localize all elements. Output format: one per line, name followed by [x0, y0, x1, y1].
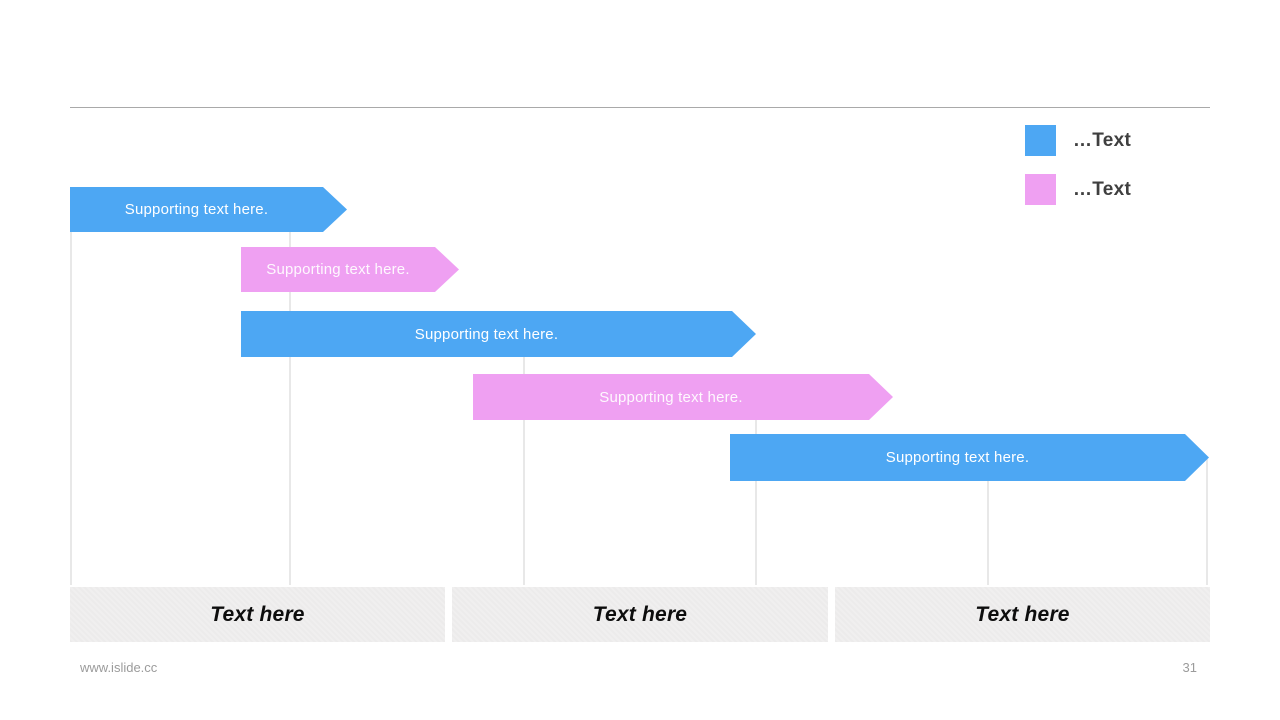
gridline-2 [289, 232, 291, 585]
legend-swatch-pink [1025, 174, 1056, 205]
timeline-bar-2: Supporting text here. [241, 247, 459, 292]
timeline-bar-label: Supporting text here. [124, 201, 269, 218]
footer-website-text: www.islide.cc [80, 660, 158, 675]
timeline-bar-1: Supporting text here. [70, 187, 347, 232]
phase-label: Text here [975, 602, 1070, 626]
gridline-6 [1206, 459, 1208, 585]
timeline-bar-label: Supporting text here. [266, 261, 410, 278]
page-number: 31 [1182, 660, 1197, 675]
gridline-3 [523, 357, 525, 585]
timeline-bar-label: Supporting text here. [599, 388, 743, 406]
phase-label: Text here [210, 602, 305, 626]
timeline-bar-4: Supporting text here. [473, 374, 893, 420]
phase-band-1: Text here [70, 587, 445, 642]
gridline-5 [987, 481, 989, 585]
legend-item-blue: …Text [1025, 125, 1210, 156]
legend-label: …Text [1073, 178, 1132, 200]
timeline-bar-label: Supporting text here. [414, 325, 559, 343]
gridline-4 [755, 420, 757, 585]
timeline-bar-3: Supporting text here. [241, 311, 756, 357]
gridline-1 [70, 232, 72, 585]
top-divider-line [70, 107, 1210, 108]
legend-label: …Text [1073, 129, 1132, 151]
legend-item-pink: …Text [1025, 174, 1210, 205]
legend: …Text …Text [1025, 125, 1210, 223]
phase-band-2: Text here [452, 587, 828, 642]
phase-label: Text here [592, 602, 688, 626]
legend-swatch-blue [1025, 125, 1056, 156]
timeline-bar-label: Supporting text here. [885, 449, 1030, 466]
phase-band-3: Text here [835, 587, 1210, 642]
timeline-bar-5: Supporting text here. [730, 434, 1209, 481]
